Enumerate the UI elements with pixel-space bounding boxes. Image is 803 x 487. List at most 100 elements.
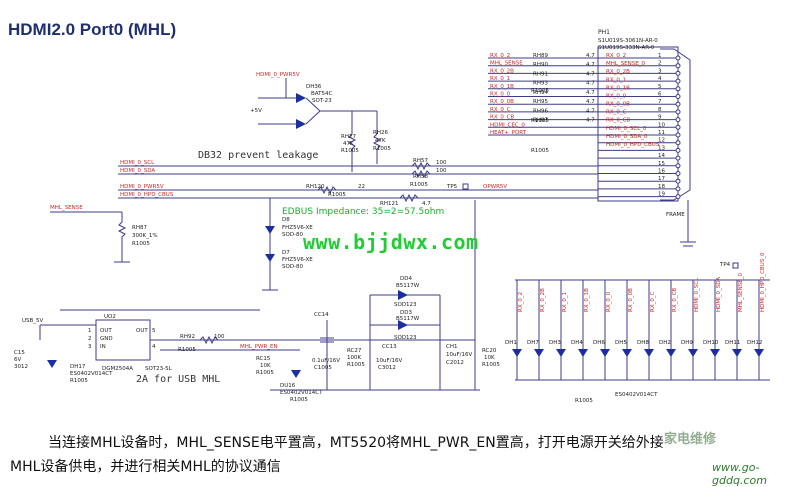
connector-pin-lines (488, 55, 681, 200)
net-sda-label: HDMI_0_SDA (120, 168, 155, 174)
connector-pin-number: 10 (658, 122, 665, 128)
esd-diode (512, 349, 522, 357)
esd-diode (688, 349, 698, 357)
connector-resistor-value: 4.7 (586, 118, 595, 124)
connector-pin-dot (675, 124, 681, 130)
d7-diode (265, 254, 275, 262)
esd-diode (644, 349, 654, 357)
d8-pkg: SOD-80 (282, 232, 304, 238)
connector-right-net: HDMI_0_SDA_0 (606, 134, 648, 140)
du16-part: ES0402V014CT (280, 390, 323, 396)
rc20-value: 10K (484, 355, 495, 361)
connector-resistor-value: 4.7 (586, 99, 595, 105)
rh27-pkg: R1005 (341, 148, 359, 154)
esd-net: RX_0_C (650, 291, 656, 312)
esd-diode (732, 349, 742, 357)
tp4-testpoint (732, 262, 739, 269)
dd4-pkg: SOD123 (394, 302, 417, 308)
connector-pin-number: 16 (658, 169, 665, 175)
connector-left-net: HDMI_CEC_0 (490, 122, 525, 128)
tp5-label: TP5 (446, 184, 458, 190)
connector-pin-dot (675, 63, 681, 69)
rh27-value: 47K (343, 141, 354, 147)
rh120-resistor (317, 185, 337, 195)
esd-net: MHL_SENSE_0 (738, 273, 744, 312)
esd-diode (600, 349, 610, 357)
connector-resistor-value: 4.7 (586, 81, 595, 87)
uo2-pin-name: IN (100, 344, 106, 350)
connector-right-net: RX_0_C (606, 110, 627, 116)
connector-labels: 12345678910111213141516171819RX_0_2MHL_S… (490, 53, 665, 198)
esd-ref: DH6 (593, 340, 605, 346)
esd-pkg: R1005 (575, 398, 593, 404)
dh17-pkg: R1005 (70, 378, 88, 384)
esd-net: RX_0_2B (540, 288, 546, 312)
cc13-value: 10uF/16V (376, 358, 402, 364)
connector-resistor-ref: RH93 (533, 81, 548, 87)
dh36-ref: DH36 (306, 84, 322, 90)
rh121-resistor (399, 193, 419, 203)
rc27-pkg: R1005 (347, 362, 365, 368)
connector-pin-number: 18 (658, 184, 665, 190)
connector-pin-number: 9 (658, 115, 662, 121)
connector-frame-label: FRAME (666, 212, 685, 218)
connector-right-net: HDMI_0_SCL_0 (606, 126, 647, 132)
net-pwr5v-label: HDMI_0_PWR5V (120, 184, 164, 190)
uo2-pin-number: 1 (88, 328, 92, 334)
connector-pin-dot (675, 101, 681, 107)
du16-pkg: R1005 (290, 397, 308, 403)
esd-ref: DH10 (703, 340, 719, 346)
connector-pin-number: 2 (658, 61, 662, 67)
net-hpd-label: HDMI_0_HPD_CBUS (120, 192, 174, 198)
connector-resistor-ref: RH91 (533, 71, 548, 77)
dh36-part: BAT54C (311, 91, 332, 97)
esd-ref: DH3 (549, 340, 561, 346)
esd-ref: DH4 (571, 340, 583, 346)
uo2-pin-number: 4 (152, 344, 156, 350)
connector-pin-dot (675, 186, 681, 192)
esd-net: HDMI_0_SCL (694, 277, 700, 312)
dd3-diode (398, 320, 408, 330)
connector-pin-dot (675, 155, 681, 161)
caption-line-2: MHL设备供电，并进行相关MHL的协议通信 (10, 459, 281, 475)
connector-pin-dot (675, 171, 681, 176)
c15-pkg: 3012 (14, 364, 28, 370)
connector-pin-dot (675, 132, 681, 138)
connector-pin-number: 11 (658, 130, 665, 136)
mhl-note: 2A for USB MHL (136, 374, 220, 385)
rh120-pkg: R1005 (328, 192, 346, 198)
cc14-pkg: C1005 (314, 365, 332, 371)
rh58-ref: RH58 (413, 174, 428, 180)
du16-diode (291, 370, 301, 378)
connector-pin-dot (675, 194, 681, 200)
rh57-resistor (411, 161, 431, 171)
connector-right-net: RX_0_2B (606, 69, 630, 75)
edbus-note: EDBUS Impedance: 35=2=57.5ohm (282, 207, 444, 217)
net-scl-label: HDMI_0_SCL (120, 160, 155, 166)
connector-pin-number: 15 (658, 161, 665, 167)
site-url: www.go-gddq.com (712, 461, 767, 487)
du16-ref: DU16 (280, 383, 296, 389)
dh36-wire-7 (305, 110, 321, 125)
connector-pin-number: 5 (658, 84, 662, 90)
esd-diode (534, 349, 544, 357)
dh36-pkg: SOT-23 (312, 98, 332, 104)
prevent-leakage-note: DB32 prevent leakage (198, 150, 318, 161)
rc15-pkg: R1005 (256, 370, 274, 376)
dh17-ref: DH17 (70, 364, 86, 370)
connector-resistor-ref: RH90 (533, 62, 548, 68)
dh36-diode-lower (296, 119, 306, 129)
connector-r1005-c: R1005 (531, 148, 549, 154)
uo2-pin-name: GND (100, 336, 113, 342)
esd-net: HDMI_0_HPD_CBUS_0 (760, 252, 766, 312)
connector-r1005-a: R1005 (531, 88, 549, 94)
net-plus5v: +5V (250, 108, 262, 114)
connector-r1005-b: R1005 (531, 118, 549, 124)
cc14-value: 0.1uF/16V (312, 358, 340, 364)
esd-net: RX_0_0 (606, 291, 612, 312)
net-hdmi0-pwr5v: HDMI_0_PWR5V (256, 72, 300, 78)
dd3-part: B5117W (396, 316, 420, 322)
tp4-label: TP4 (719, 262, 731, 268)
cc13-pkg: C3012 (378, 365, 396, 371)
